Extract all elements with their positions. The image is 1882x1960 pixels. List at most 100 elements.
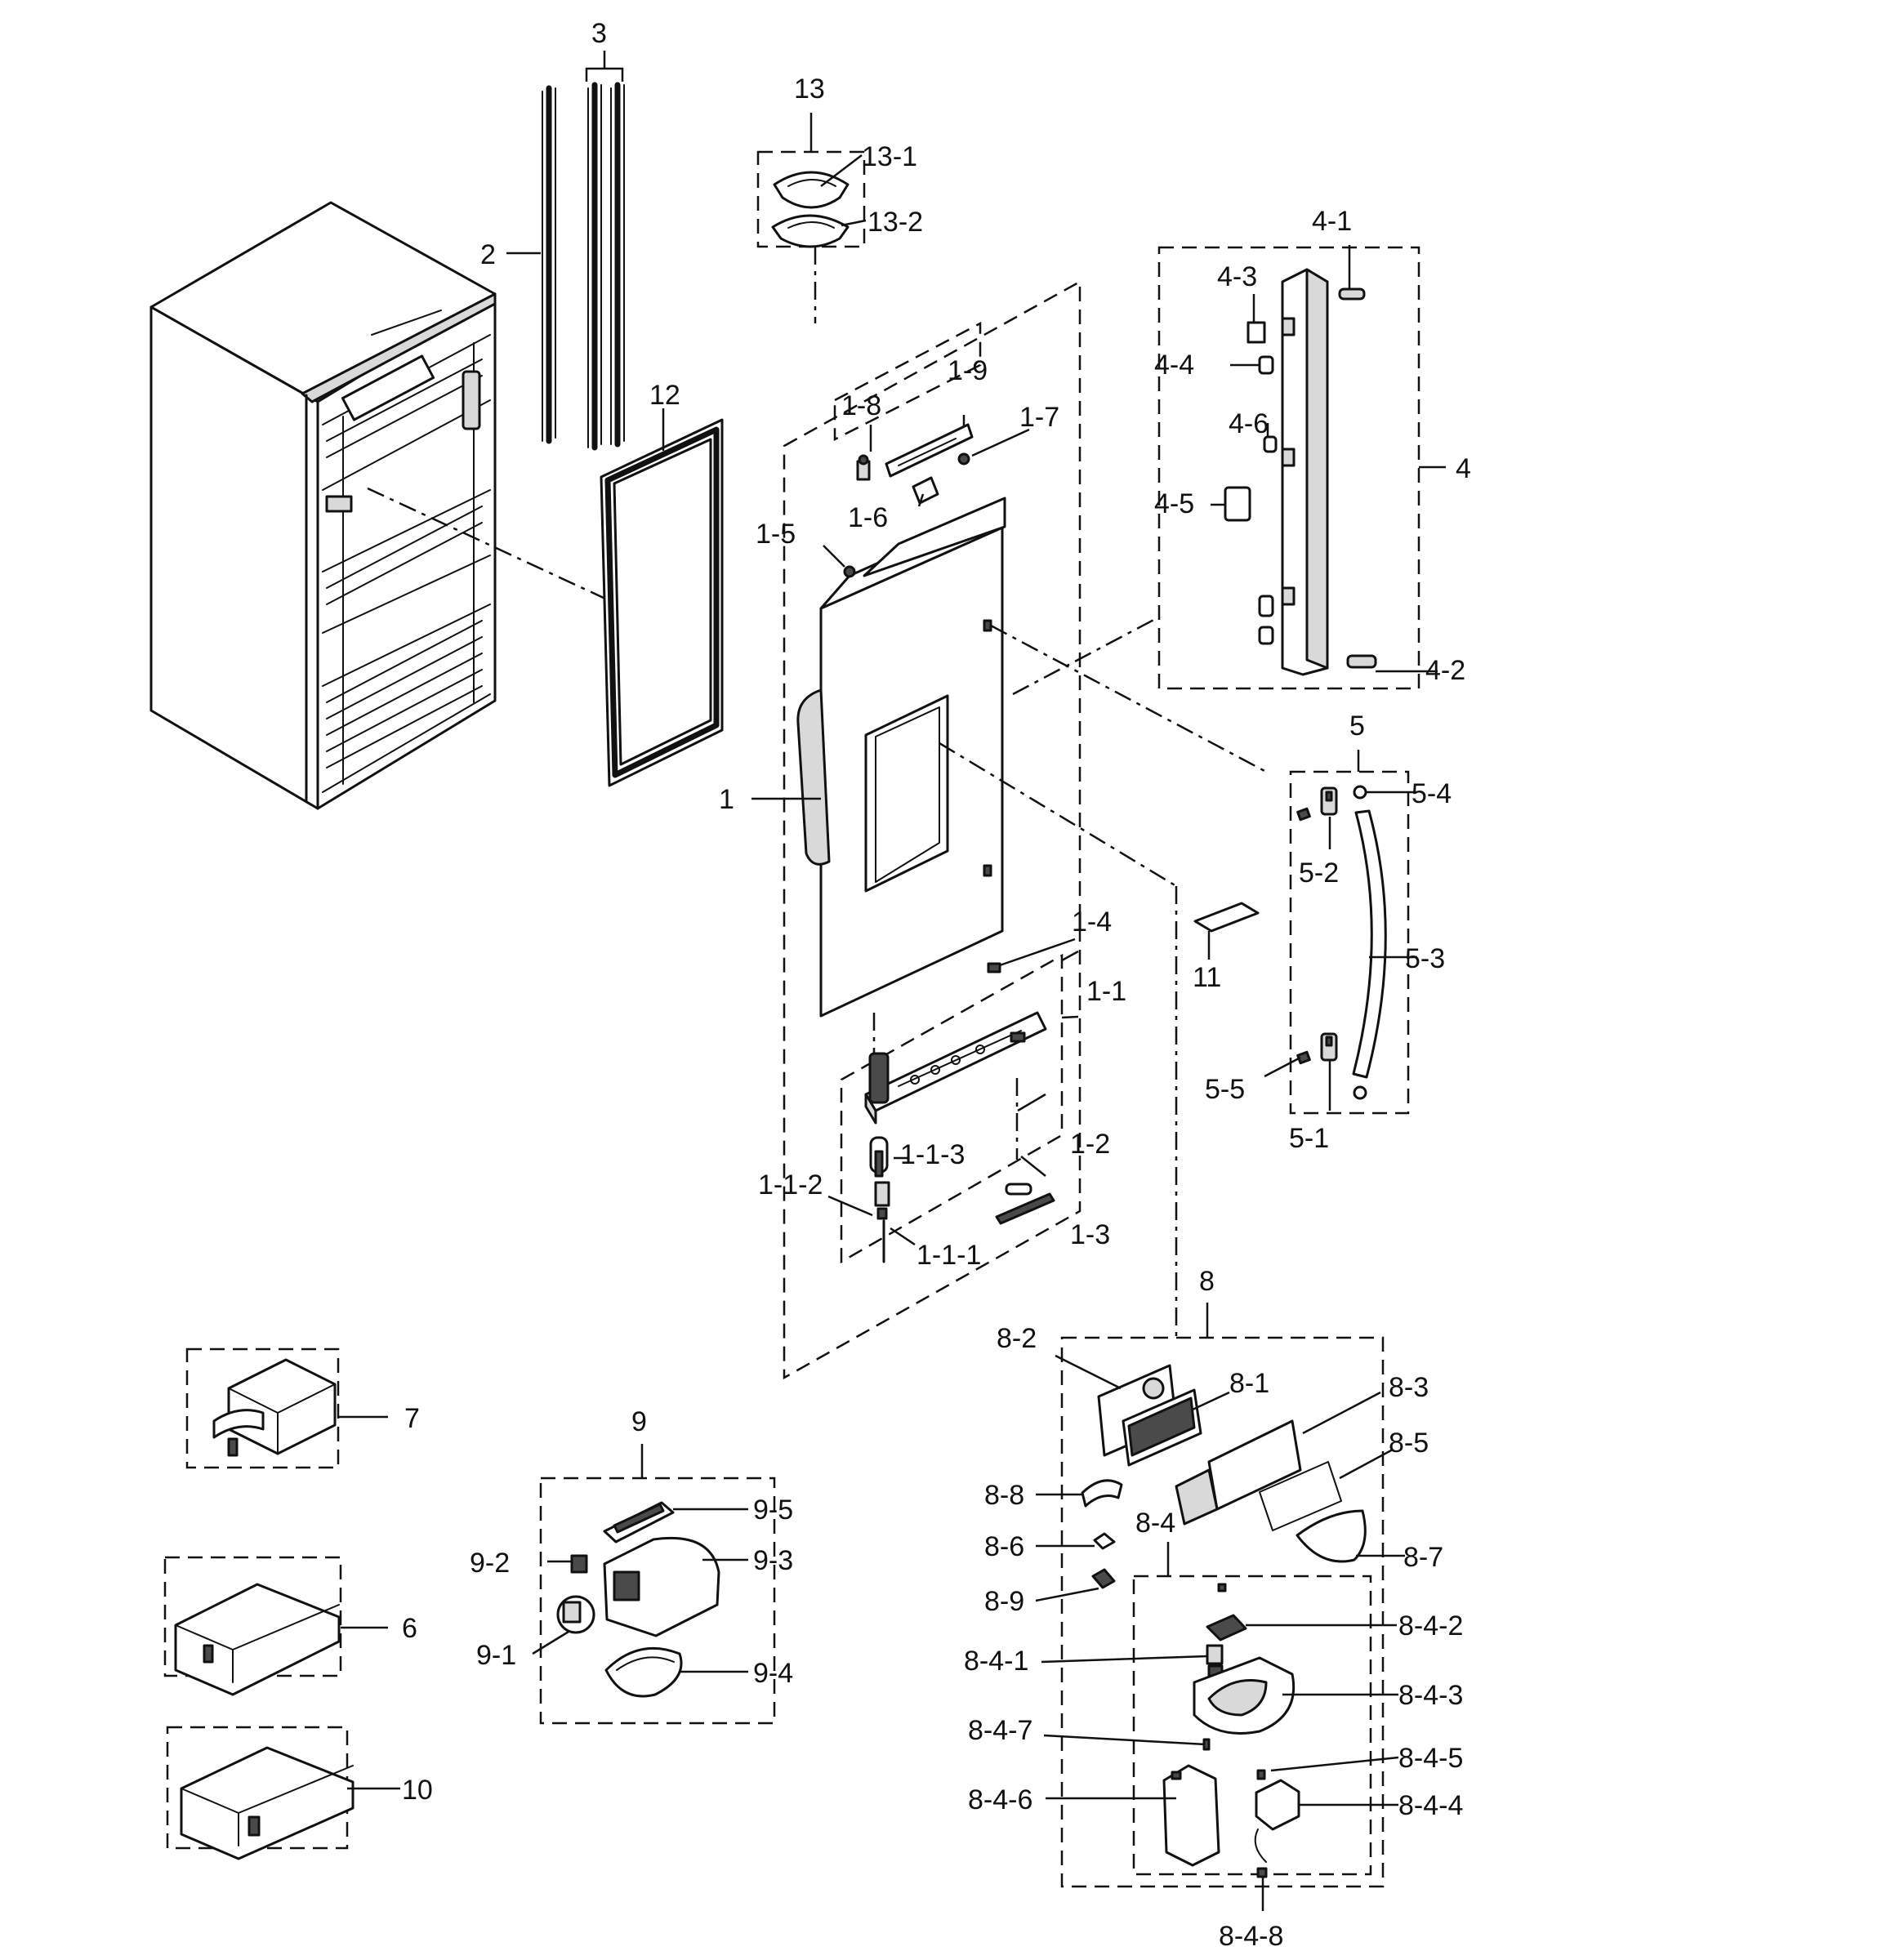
- label-1-1-3: 1-1-3: [900, 1139, 965, 1170]
- strip-1-3: [995, 1192, 1055, 1225]
- door-gasket-strip-2: [542, 85, 556, 444]
- label-4-3: 4-3: [1217, 261, 1257, 292]
- label-5-3: 5-3: [1405, 943, 1445, 974]
- door-gasket-frame-12: [600, 418, 724, 787]
- label-8-4-6: 8-4-6: [968, 1784, 1032, 1815]
- label-1-1: 1-1: [1086, 976, 1126, 1007]
- label-1-8: 1-8: [841, 390, 881, 421]
- panel-8-1: [1122, 1388, 1202, 1467]
- label-13-2: 13-2: [867, 207, 923, 238]
- label-1-9: 1-9: [948, 355, 988, 386]
- label-5-1: 5-1: [1289, 1123, 1329, 1154]
- label-8-8: 8-8: [984, 1480, 1024, 1511]
- lever-8-8: [1081, 1479, 1123, 1508]
- label-3: 3: [591, 18, 607, 49]
- part-8-4-1: [1206, 1644, 1224, 1677]
- label-5: 5: [1349, 710, 1365, 742]
- label-8-5: 8-5: [1389, 1428, 1429, 1459]
- group-6-box: [163, 1556, 342, 1677]
- label-12: 12: [649, 380, 680, 411]
- label-8-4-2: 8-4-2: [1398, 1610, 1463, 1642]
- cap-8-6: [1093, 1532, 1116, 1550]
- label-13-1: 13-1: [862, 141, 917, 172]
- door-8-4-6: [1162, 1764, 1220, 1867]
- label-1: 1: [719, 784, 734, 815]
- bin-6: [174, 1583, 341, 1696]
- part-1-4: [987, 962, 1001, 973]
- label-4-1: 4-1: [1312, 206, 1352, 237]
- bracket-5-2: [1320, 786, 1338, 816]
- label-5-5: 5-5: [1205, 1074, 1245, 1105]
- switch-9-2: [570, 1554, 588, 1574]
- label-8-5: [1259, 1461, 1342, 1531]
- spring-1-1-2: [874, 1181, 890, 1220]
- cap-5-4: [1353, 785, 1367, 800]
- label-1-5: 1-5: [756, 519, 796, 550]
- label-2: 2: [480, 239, 496, 270]
- group-8-box: [1060, 1336, 1385, 1888]
- label-6: 6: [402, 1613, 417, 1644]
- callout-labels: 1 1-1 1-1-1 1-1-2 1-1-3 1-2 1-3 1-4 1-5 …: [402, 18, 1471, 1952]
- clip-4-3: [1246, 321, 1266, 344]
- group-5-box: [1289, 770, 1410, 1115]
- cap-4-2: [1346, 654, 1377, 669]
- screw-1-5: [843, 565, 856, 578]
- panel-8-3: [1175, 1419, 1302, 1526]
- label-4-2: 4-2: [1425, 655, 1465, 686]
- label-1-1-1: 1-1-1: [916, 1240, 981, 1271]
- label-8-4: 8-4: [1135, 1508, 1175, 1539]
- housing-9-3: [603, 1536, 720, 1637]
- screw-1-7: [957, 452, 970, 466]
- cover-9-4: [604, 1646, 683, 1698]
- chute-8-7: [1296, 1509, 1367, 1563]
- label-10: 10: [402, 1775, 433, 1806]
- door-1: [796, 497, 1006, 1018]
- label-11: 11: [1193, 962, 1221, 993]
- refrigerator-cabinet: [149, 201, 497, 810]
- label-9-5: 9-5: [753, 1494, 793, 1526]
- group-8-4-box: [1132, 1575, 1372, 1876]
- cap-4-1: [1338, 287, 1366, 301]
- label-8-7: 8-7: [1403, 1542, 1443, 1573]
- clip-4-4: [1258, 355, 1274, 375]
- label-8-4-7: 8-4-7: [968, 1715, 1032, 1746]
- label-1-2: 1-2: [1070, 1129, 1110, 1160]
- label-5-2: 5-2: [1299, 858, 1339, 889]
- label-9-1: 9-1: [476, 1640, 516, 1671]
- hinge-cover-1-9: [885, 423, 974, 478]
- cover-11: [1193, 902, 1260, 933]
- label-7: 7: [404, 1403, 420, 1434]
- label-8-4-4: 8-4-4: [1398, 1790, 1463, 1821]
- door-gasket-strips-3: [587, 82, 625, 451]
- label-5-4: 5-4: [1412, 778, 1452, 809]
- door-handle-frame-4: [1281, 268, 1329, 676]
- hinge-part-1-8: [856, 454, 871, 481]
- label-1-3: 1-3: [1070, 1219, 1110, 1250]
- label-9: 9: [631, 1406, 647, 1437]
- bracket-4-5: [1224, 486, 1251, 522]
- door-assembly-group-box: [783, 279, 1081, 1380]
- button-1-2: [1005, 1183, 1032, 1196]
- label-1-6: 1-6: [848, 502, 888, 533]
- part-8-4-2: [1206, 1614, 1247, 1642]
- bracket-8-4-4: [1254, 1779, 1300, 1863]
- motor-9-1: [556, 1595, 595, 1634]
- label-8: 8: [1199, 1266, 1215, 1297]
- dispenser-panel-1-1: [864, 1011, 1047, 1125]
- label-13: 13: [794, 74, 825, 105]
- hinge-part-1-6: [912, 476, 939, 505]
- group-9-box: [539, 1477, 776, 1725]
- label-9-3: 9-3: [753, 1545, 793, 1576]
- label-4-4: 4-4: [1154, 350, 1194, 381]
- label-8-9: 8-9: [984, 1586, 1024, 1617]
- label-4-5: 4-5: [1154, 488, 1194, 519]
- label-8-4-8: 8-4-8: [1219, 1921, 1283, 1952]
- label-1-4: 1-4: [1072, 906, 1112, 938]
- clip-8-9: [1091, 1568, 1116, 1589]
- label-9-4: 9-4: [753, 1658, 793, 1689]
- housing-8-4-3: [1193, 1656, 1296, 1735]
- sensor-9-5: [603, 1501, 675, 1544]
- bin-10: [180, 1746, 355, 1860]
- bracket-5-1: [1320, 1032, 1338, 1062]
